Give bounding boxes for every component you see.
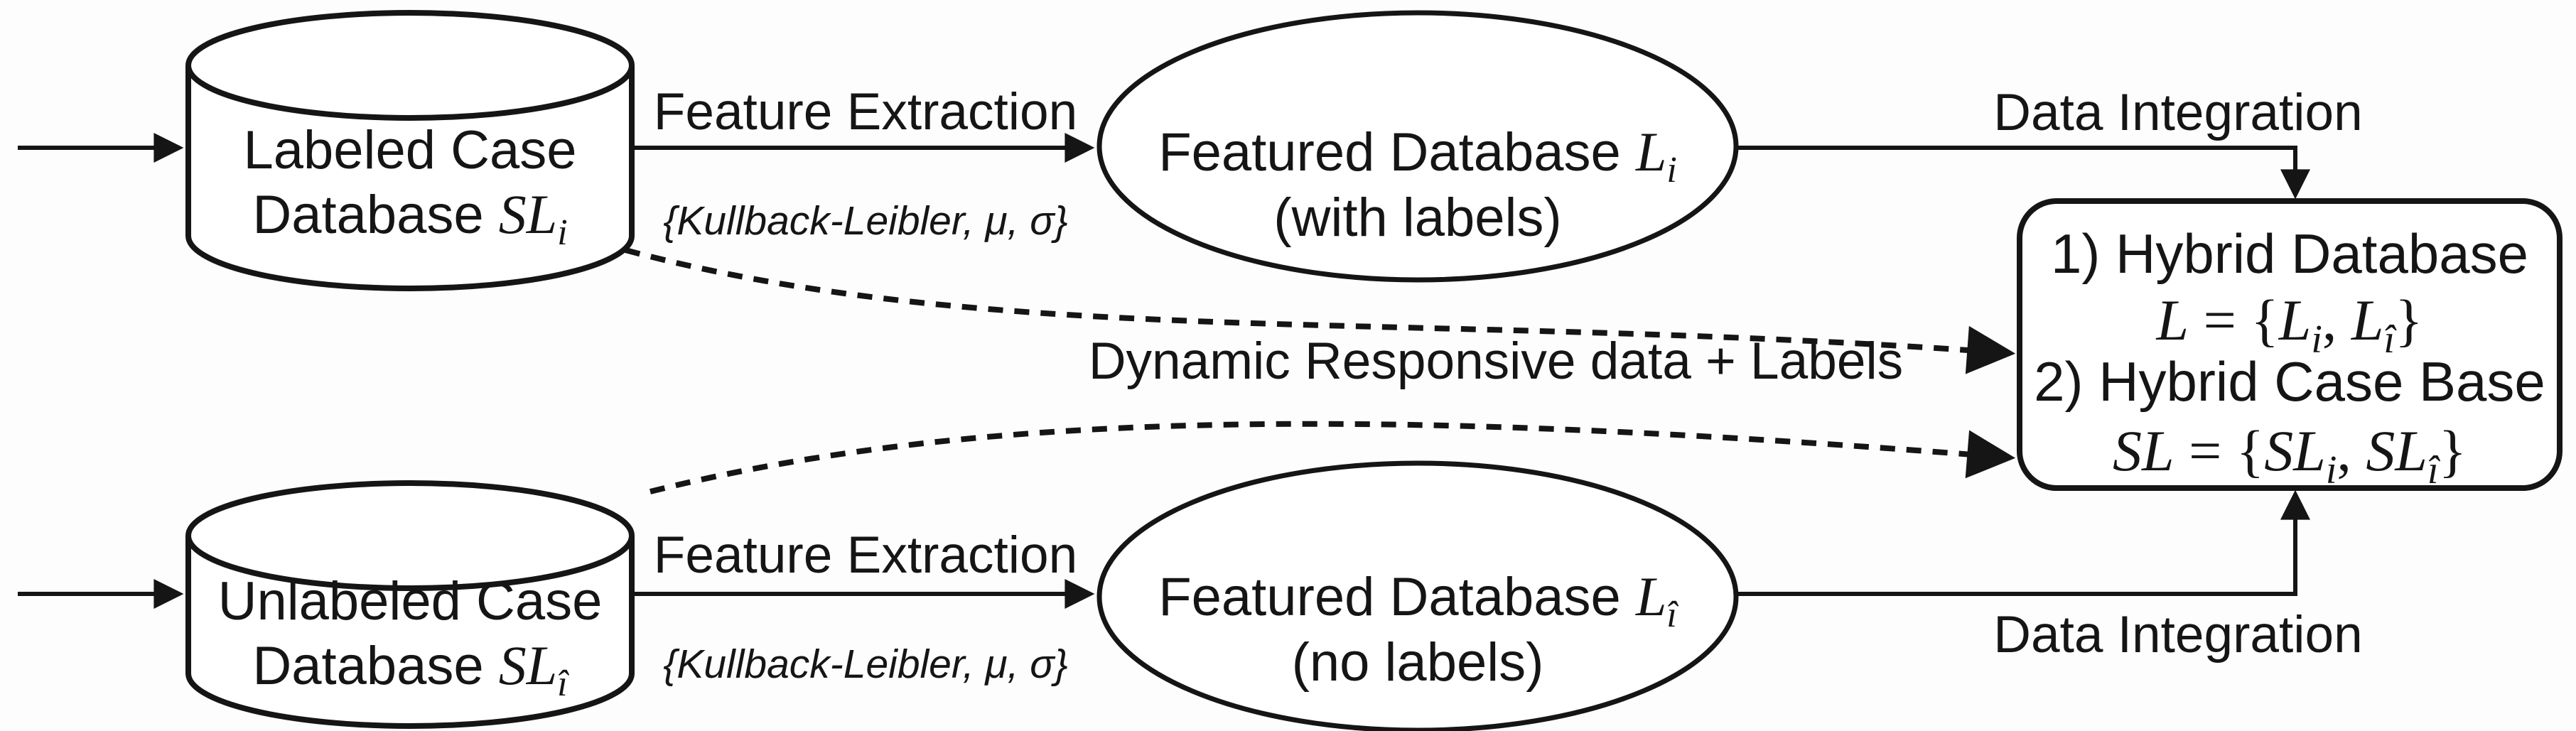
f1-comma: , <box>2322 288 2351 352</box>
dynamic-responsive-label: Dynamic Responsive data + Labels <box>1089 332 1903 390</box>
data-integration-arrow-bottom <box>1736 489 2310 596</box>
cylinder-lid-top <box>185 10 635 121</box>
f2-b: SL <box>2366 418 2427 483</box>
unlabeled-db-line2-math: SL <box>499 634 557 696</box>
featured-nolabels-line2: (no labels) <box>1292 632 1544 693</box>
featured-labels-line2: (with labels) <box>1273 188 1561 248</box>
dashed-arrow-unlabeled-data <box>650 421 2016 494</box>
featured-labels-ellipse <box>1096 10 1739 283</box>
f1-lhs: L <box>2156 288 2189 352</box>
featured-nolabels-ellipse <box>1096 460 1739 731</box>
data-integration-label-top: Data Integration <box>1993 84 2362 141</box>
kl-params-label-top: {Kullback-Leibler, μ, σ} <box>663 198 1067 244</box>
dashed-arrow-labeled-data <box>624 247 2016 374</box>
featured-db-nolabels-node: Featured Database Lî (no labels) <box>1096 460 1739 731</box>
featured-nolabels-line1-math: L <box>1635 565 1666 627</box>
unlabeled-db-line2-sub: î <box>557 664 569 704</box>
labeled-db-line2-text: Database <box>252 185 498 245</box>
f2-lhs: SL <box>2113 418 2174 483</box>
hybrid-formula1: L = {Li, Lî} <box>2156 288 2423 362</box>
hybrid-box <box>2017 198 2562 491</box>
feature-extraction-label-top: Feature Extraction <box>654 83 1077 141</box>
f1-b: L <box>2351 288 2384 352</box>
unlabeled-db-line1: Unlabeled Case <box>218 571 603 632</box>
f2-eq: = { <box>2174 418 2265 483</box>
unlabeled-db-line2-text: Database <box>252 636 498 696</box>
kl-params-label-bottom: {Kullback-Leibler, μ, σ} <box>663 641 1067 687</box>
featured-db-labels-node: Featured Database Li (with labels) <box>1096 10 1739 283</box>
featured-nolabels-line1: Featured Database Lî <box>1158 565 1678 635</box>
unlabeled-db-line2: Database SLî <box>252 634 569 704</box>
labeled-db-line1: Labeled Case <box>243 120 576 180</box>
f2-close: } <box>2439 418 2467 483</box>
hybrid-item1: 1) Hybrid Database <box>2051 222 2528 285</box>
labeled-case-db-node: Labeled Case Database SLi <box>185 10 635 291</box>
f2-b-sub: î <box>2427 448 2441 492</box>
unlabeled-case-db-node: Unlabeled Case Database SLî <box>185 480 635 729</box>
featured-labels-line1-math: L <box>1635 121 1666 183</box>
hybrid-formula2: SL = {SLi, SLî} <box>2113 418 2467 492</box>
cylinder-lid-bottom <box>185 480 635 591</box>
labeled-db-line2-sub: i <box>557 212 567 253</box>
featured-labels-line1: Featured Database Li <box>1158 121 1677 190</box>
cylinder-body-top <box>185 65 635 291</box>
hybrid-item2: 2) Hybrid Case Base <box>2034 350 2545 413</box>
f2-a-sub: i <box>2326 448 2337 492</box>
hybrid-output-node: 1) Hybrid Database L = {Li, Lî} 2) Hybri… <box>2017 198 2562 492</box>
f2-a: SL <box>2264 418 2326 483</box>
featured-nolabels-line1-sub: î <box>1666 595 1678 635</box>
f1-a: L <box>2278 288 2312 352</box>
f1-close: } <box>2395 288 2423 352</box>
featured-labels-line1-sub: i <box>1666 150 1676 190</box>
f2-comma: , <box>2337 418 2366 483</box>
f1-a-sub: i <box>2311 318 2322 362</box>
f1-b-sub: î <box>2384 318 2398 362</box>
labeled-db-line2-math: SL <box>499 183 557 245</box>
labeled-db-line2: Database SLi <box>252 183 567 253</box>
f1-eq: = { <box>2189 288 2279 352</box>
featured-nolabels-line1-text: Featured Database <box>1158 567 1636 627</box>
data-integration-arrow-top <box>1736 146 2310 200</box>
feature-extraction-label-bottom: Feature Extraction <box>654 526 1077 584</box>
featured-labels-line1-text: Featured Database <box>1158 122 1636 183</box>
data-integration-label-bottom: Data Integration <box>1993 606 2362 664</box>
